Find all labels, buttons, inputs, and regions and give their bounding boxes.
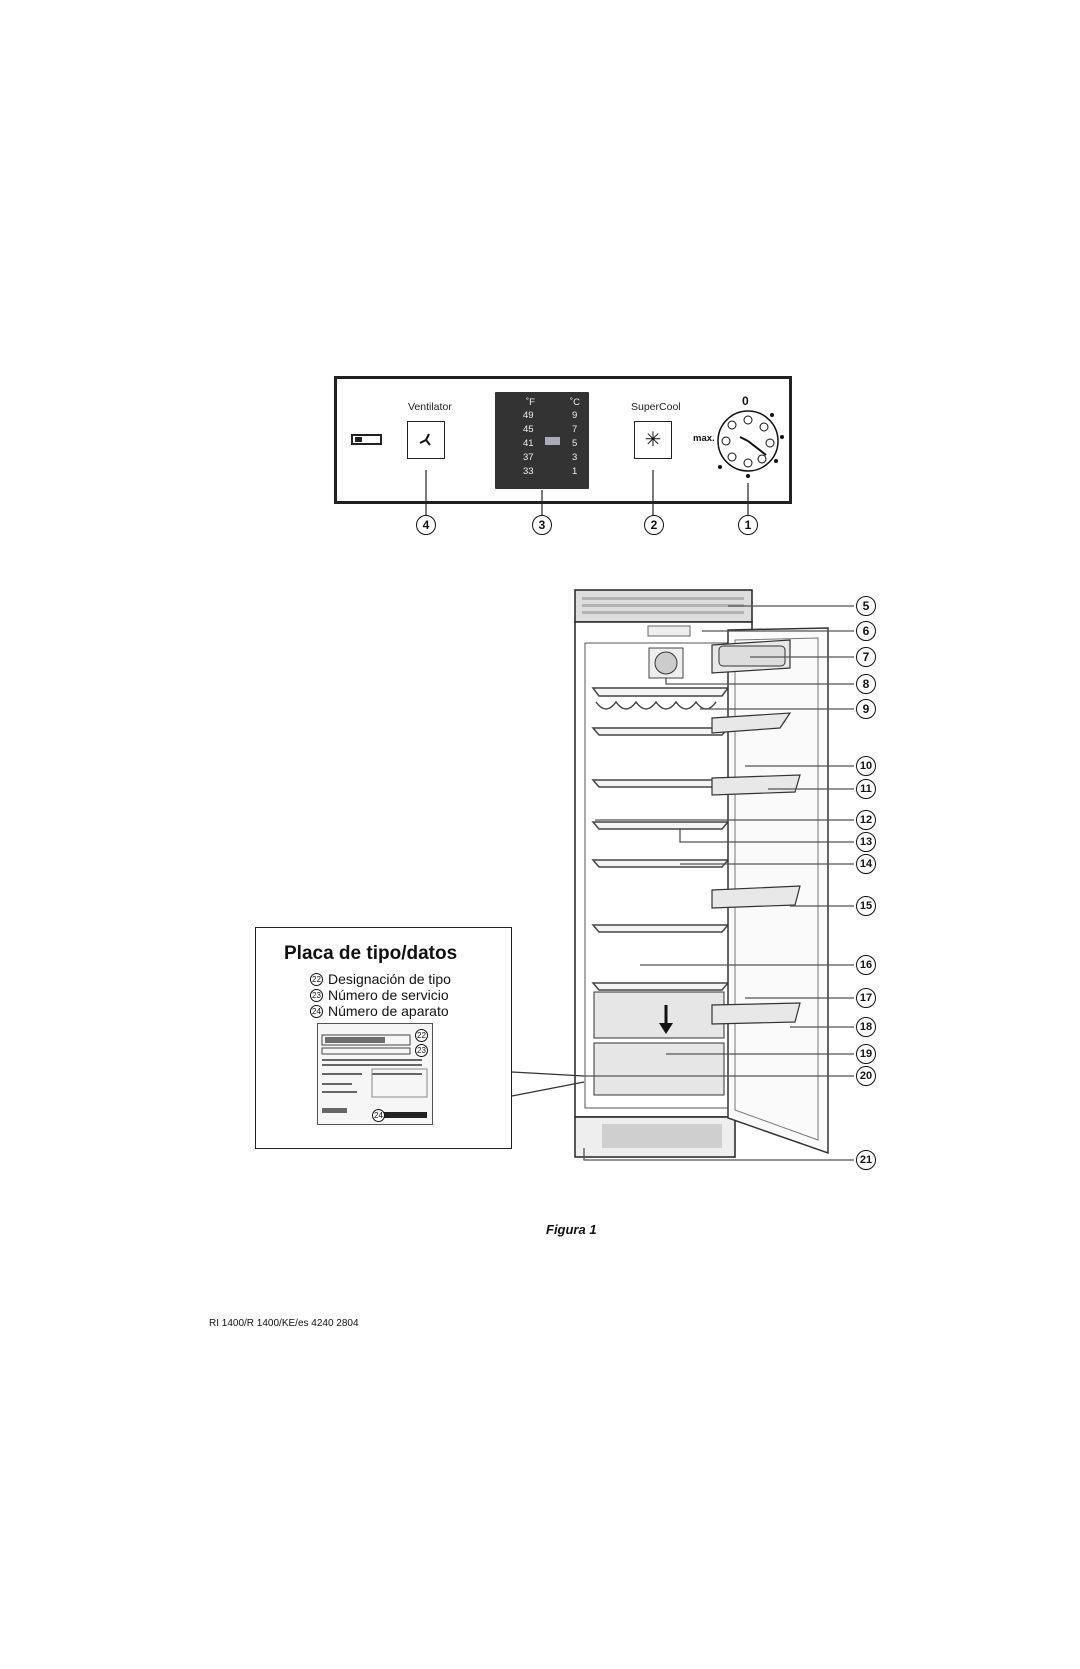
callout-16: 16 bbox=[856, 955, 876, 975]
data-plate-title: Placa de tipo/datos bbox=[284, 943, 458, 964]
callout-18: 18 bbox=[856, 1017, 876, 1037]
callout-12: 12 bbox=[856, 810, 876, 830]
dial-max-label: max. bbox=[693, 433, 715, 444]
callout-7: 7 bbox=[856, 647, 876, 667]
dial-zero-label: 0 bbox=[742, 394, 749, 408]
snowflake-icon: ✳ bbox=[644, 429, 662, 451]
f-value: 33 bbox=[523, 466, 534, 477]
callout-10: 10 bbox=[856, 756, 876, 776]
callout-5: 5 bbox=[856, 596, 876, 616]
legend-item-22: 22 Designación de tipo bbox=[310, 971, 451, 987]
plate-callout-24: 24 bbox=[372, 1109, 385, 1122]
callout-19: 19 bbox=[856, 1044, 876, 1064]
callout-8: 8 bbox=[856, 674, 876, 694]
callout-9: 9 bbox=[856, 699, 876, 719]
f-value: 45 bbox=[523, 424, 534, 435]
legend-item-24: 24 Número de aparato bbox=[310, 1003, 449, 1019]
callout-2: 2 bbox=[644, 515, 664, 535]
ventilator-label: Ventilator bbox=[408, 401, 452, 413]
f-value: 41 bbox=[523, 438, 534, 449]
supercool-label: SuperCool bbox=[631, 401, 681, 413]
callout-13: 13 bbox=[856, 832, 876, 852]
fan-icon bbox=[419, 433, 431, 446]
temperature-dial[interactable] bbox=[712, 405, 792, 485]
callout-6: 6 bbox=[856, 621, 876, 641]
fahrenheit-unit: ˚F bbox=[526, 397, 535, 408]
plate-callout-23: 23 bbox=[415, 1044, 428, 1057]
plate-callout-22: 22 bbox=[415, 1029, 428, 1042]
temperature-indicator bbox=[545, 437, 560, 445]
data-plate-illustration bbox=[317, 1023, 433, 1125]
c-value: 1 bbox=[572, 466, 578, 477]
indicator-lamp-icon bbox=[351, 434, 382, 445]
c-value: 5 bbox=[572, 438, 578, 449]
callout-17: 17 bbox=[856, 988, 876, 1008]
callout-14: 14 bbox=[856, 854, 876, 874]
legend-number: 22 bbox=[310, 972, 323, 986]
document-footer: RI 1400/R 1400/KE/es 4240 2804 bbox=[209, 1318, 359, 1329]
f-value: 49 bbox=[523, 410, 534, 421]
f-value: 37 bbox=[523, 452, 534, 463]
legend-item-23: 23 Número de servicio bbox=[310, 987, 449, 1003]
callout-20: 20 bbox=[856, 1066, 876, 1086]
celsius-unit: ˚C bbox=[570, 397, 581, 408]
legend-number: 23 bbox=[310, 988, 323, 1002]
c-value: 7 bbox=[572, 424, 578, 435]
callout-21: 21 bbox=[856, 1150, 876, 1170]
callout-4: 4 bbox=[416, 515, 436, 535]
c-value: 3 bbox=[572, 452, 578, 463]
legend-label: Número de servicio bbox=[328, 987, 449, 1003]
callout-3: 3 bbox=[532, 515, 552, 535]
callout-15: 15 bbox=[856, 896, 876, 916]
c-value: 9 bbox=[572, 410, 578, 421]
panel-leader-lines bbox=[425, 470, 749, 515]
ventilator-button[interactable] bbox=[407, 421, 445, 459]
callout-11: 11 bbox=[856, 779, 876, 799]
legend-number: 24 bbox=[310, 1004, 323, 1018]
legend-label: Número de aparato bbox=[328, 1003, 449, 1019]
figure-caption: Figura 1 bbox=[546, 1222, 597, 1237]
supercool-button[interactable]: ✳ bbox=[634, 421, 672, 459]
legend-label: Designación de tipo bbox=[328, 971, 451, 987]
callout-1: 1 bbox=[738, 515, 758, 535]
temperature-display: ˚F ˚C 49 45 41 37 33 9 7 5 3 1 bbox=[495, 392, 589, 489]
